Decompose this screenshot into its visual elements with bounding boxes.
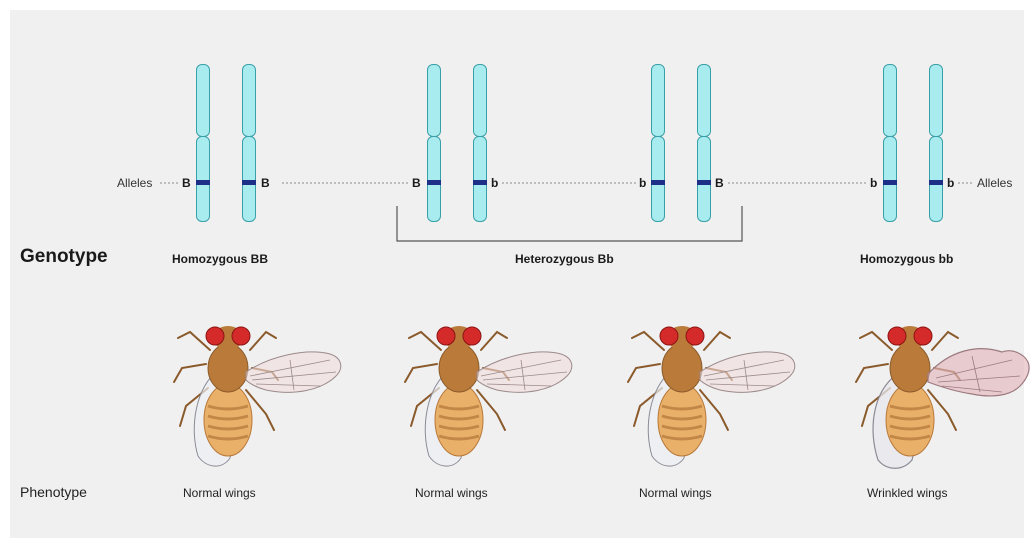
fly-eye-right bbox=[463, 327, 481, 345]
fruit-fly-wrinkled-wings bbox=[852, 310, 1034, 480]
phenotype-label: Normal wings bbox=[183, 487, 256, 499]
fruit-fly-normal-wings bbox=[170, 310, 360, 480]
allele-letter: B bbox=[412, 177, 421, 189]
fruit-fly-normal-wings bbox=[401, 310, 591, 480]
fly-eye-left bbox=[437, 327, 455, 345]
fly-eye-right bbox=[914, 327, 932, 345]
allele-letter: B bbox=[715, 177, 724, 189]
gene-band bbox=[651, 180, 665, 185]
fly-eye-right bbox=[686, 327, 704, 345]
gene-band bbox=[929, 180, 943, 185]
alleles-label-right: Alleles bbox=[977, 177, 1012, 189]
fly-eye-left bbox=[888, 327, 906, 345]
gene-band bbox=[196, 180, 210, 185]
alleles-label-left: Alleles bbox=[117, 177, 152, 189]
genotype-label: Homozygous BB bbox=[172, 253, 268, 265]
fly-eye-left bbox=[660, 327, 678, 345]
fly-thorax bbox=[890, 344, 930, 392]
fly-wing-right bbox=[928, 349, 1029, 396]
fly-thorax bbox=[208, 344, 248, 392]
gene-band bbox=[473, 180, 487, 185]
allele-letter: b bbox=[639, 177, 646, 189]
allele-letter: B bbox=[182, 177, 191, 189]
gene-band bbox=[883, 180, 897, 185]
phenotype-label: Normal wings bbox=[415, 487, 488, 499]
fruit-fly-normal-wings bbox=[624, 310, 814, 480]
genotype-label: Heterozygous Bb bbox=[515, 253, 614, 265]
gene-band bbox=[242, 180, 256, 185]
phenotype-heading: Phenotype bbox=[20, 485, 87, 499]
gene-band bbox=[697, 180, 711, 185]
fly-thorax bbox=[439, 344, 479, 392]
allele-letter: b bbox=[947, 177, 954, 189]
genotype-label: Homozygous bb bbox=[860, 253, 953, 265]
fly-thorax bbox=[662, 344, 702, 392]
allele-letter: b bbox=[870, 177, 877, 189]
genotype-heading: Genotype bbox=[20, 247, 108, 266]
fly-eye-right bbox=[232, 327, 250, 345]
heterozygous-bracket bbox=[396, 205, 746, 245]
allele-letter: b bbox=[491, 177, 498, 189]
allele-letter: B bbox=[261, 177, 270, 189]
phenotype-label: Wrinkled wings bbox=[867, 487, 947, 499]
phenotype-label: Normal wings bbox=[639, 487, 712, 499]
gene-band bbox=[427, 180, 441, 185]
fly-eye-left bbox=[206, 327, 224, 345]
